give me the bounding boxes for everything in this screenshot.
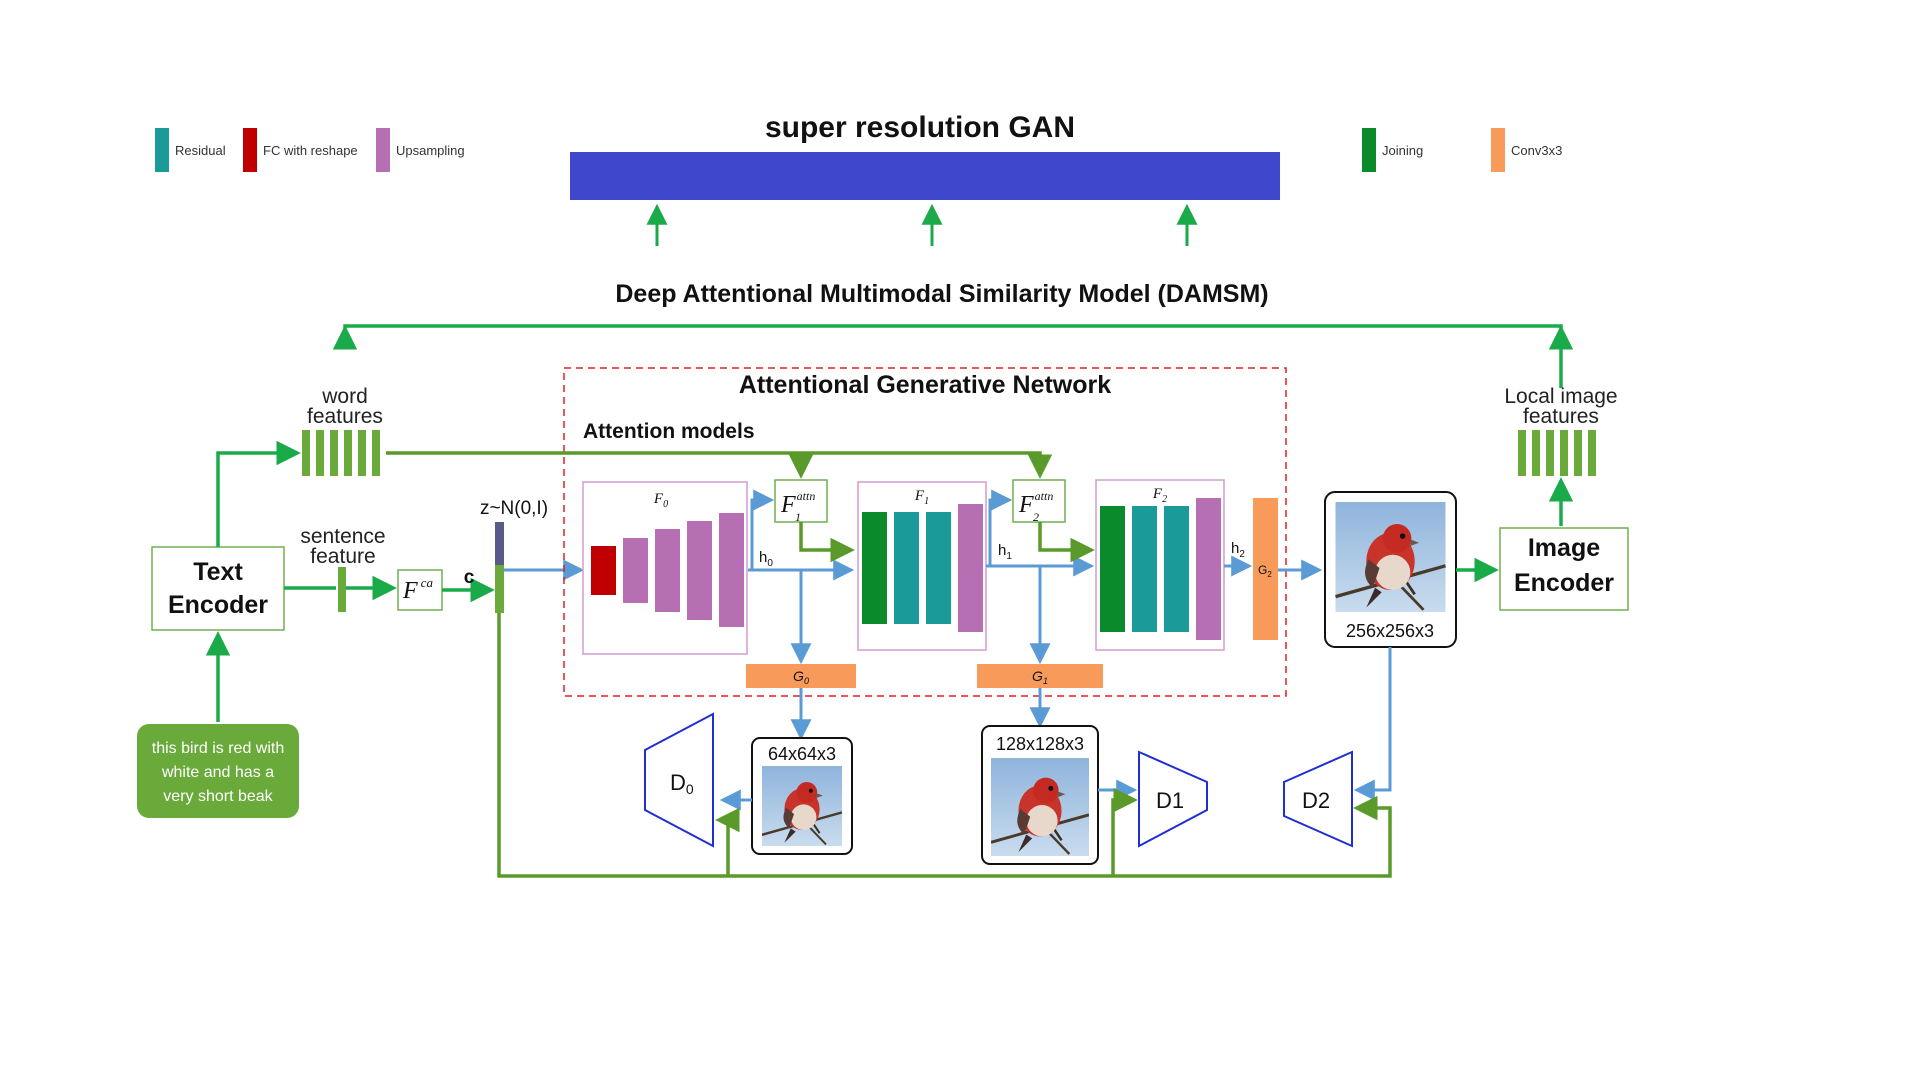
d2-label: D2 <box>1302 788 1330 813</box>
damsm-title: Deep Attentional Multimodal Similarity M… <box>615 280 1268 308</box>
legend: Residual FC with reshape Upsampling Join… <box>155 128 1562 172</box>
image-encoder-box <box>1499 527 1629 611</box>
word-features-label-line1: word <box>321 385 368 408</box>
f2-joining-block <box>1100 506 1125 632</box>
discriminator-d0 <box>644 712 714 848</box>
word-features-label-line2: features <box>307 405 383 428</box>
local-image-features-bars <box>1518 430 1596 476</box>
h1-label: h1 <box>998 542 1012 562</box>
img256-label: 256x256x3 <box>1346 621 1434 641</box>
c-label: c <box>464 567 475 588</box>
f1-residual-block-2 <box>926 512 951 624</box>
srgan-bar <box>570 152 1280 200</box>
fca-box <box>397 569 443 611</box>
img256-to-d2-arrow <box>1353 647 1392 801</box>
legend-swatch-residual <box>155 128 169 172</box>
agn-title: Attentional Generative Network <box>739 371 1111 399</box>
local-image-features-label-line1: Local image <box>1504 385 1617 408</box>
attention-models-label: Attention models <box>583 420 755 443</box>
legend-label-fc-reshape: FC with reshape <box>263 143 358 158</box>
discriminator-d2 <box>1283 750 1353 848</box>
c-bar <box>495 565 504 613</box>
f1attn-box <box>774 479 828 523</box>
legend-label-residual: Residual <box>175 143 226 158</box>
sentence-feature-label-line1: sentence <box>300 525 385 548</box>
noise-label: z~N(0,I) <box>480 498 548 519</box>
f0-upsampling-block-4 <box>719 513 744 627</box>
img128-bird-image <box>991 758 1089 856</box>
img64-label: 64x64x3 <box>768 744 836 764</box>
local-image-features-label-line2: features <box>1523 405 1599 428</box>
noise-bar <box>495 522 504 565</box>
f1-residual-block-1 <box>894 512 919 624</box>
image-encoder-label-line1: Image <box>1528 534 1600 562</box>
caption-box <box>137 724 299 818</box>
legend-label-upsampling: Upsampling <box>396 143 465 158</box>
sentence-feature-bar <box>338 567 346 612</box>
f0-fc-block <box>591 546 616 595</box>
caption-line1: this bird is red with <box>152 740 285 757</box>
f0-upsampling-block-2 <box>655 529 680 612</box>
g1-label: G1 <box>1032 668 1048 686</box>
legend-label-conv3x3: Conv3x3 <box>1511 143 1562 158</box>
d0-label: D0 <box>670 770 694 797</box>
text-encoder-to-word-features-arrow <box>216 440 301 547</box>
f2-upsampling-block <box>1196 498 1221 640</box>
agn-dashed-box <box>563 367 1287 697</box>
text-encoder-box <box>151 546 285 631</box>
legend-swatch-joining <box>1362 128 1376 172</box>
f1attn-to-f1-arrow <box>799 522 855 563</box>
f2-residual-block-1 <box>1132 506 1157 632</box>
d1-label: D1 <box>1156 788 1184 813</box>
g2-block <box>1253 498 1278 640</box>
f2-residual-block-2 <box>1164 506 1189 632</box>
h0-label: h0 <box>759 549 773 569</box>
g2-label: G2 <box>1258 563 1272 579</box>
damsm-loop-line <box>343 324 1563 340</box>
discriminator-d1 <box>1138 750 1208 848</box>
legend-swatch-conv3x3 <box>1491 128 1505 172</box>
f0-label: F0 <box>653 491 668 510</box>
f1-label: F1 <box>914 488 929 507</box>
image-encoder-label-line2: Encoder <box>1514 569 1614 597</box>
text-encoder-label-line1: Text <box>193 558 243 586</box>
caption-line3: very short beak <box>163 788 273 805</box>
caption-line2: white and has a <box>161 764 274 781</box>
c-to-d0-line <box>715 807 740 876</box>
h1-to-f2attn-arrow <box>988 489 1013 566</box>
c-to-d2-line <box>497 613 1392 878</box>
f0-upsampling-block-3 <box>687 521 712 620</box>
img128-label: 128x128x3 <box>996 734 1084 754</box>
f1-joining-block <box>862 512 887 624</box>
word-features-bars <box>302 430 380 476</box>
g0-block <box>746 664 856 688</box>
legend-label-joining: Joining <box>1382 143 1423 158</box>
g0-label: G0 <box>793 668 809 686</box>
f2attn-box <box>1012 479 1066 523</box>
f1-upsampling-block <box>958 504 983 632</box>
legend-swatch-fc-reshape <box>243 128 257 172</box>
g1-block <box>977 664 1103 688</box>
img64-bird-image <box>762 766 842 846</box>
img256-bird-image <box>1335 502 1446 612</box>
srgan-title: super resolution GAN <box>765 111 1075 144</box>
f0-upsampling-block-1 <box>623 538 648 603</box>
word-features-to-f2attn-arrow <box>386 451 1053 479</box>
f2attn-to-f2-arrow <box>1038 522 1095 563</box>
h0-to-f1attn-arrow <box>750 489 775 570</box>
h2-label: h2 <box>1231 540 1245 560</box>
c-to-d1-line <box>1111 787 1138 876</box>
legend-swatch-upsampling <box>376 128 390 172</box>
text-encoder-label-line2: Encoder <box>168 591 268 619</box>
sentence-feature-label-line2: feature <box>310 545 375 568</box>
f2-label: F2 <box>1152 486 1167 505</box>
